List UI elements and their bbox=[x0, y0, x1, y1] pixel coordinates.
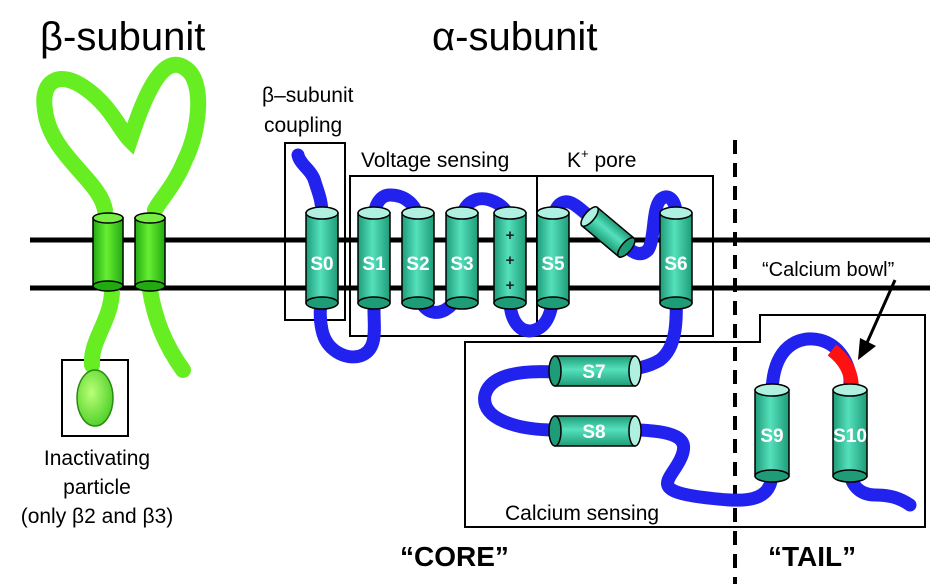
inactivating-label-line2: particle bbox=[63, 476, 131, 499]
charge-2: + bbox=[506, 252, 515, 269]
segment-s6-label: S6 bbox=[664, 254, 687, 275]
segment-s3-label: S3 bbox=[450, 254, 473, 275]
segment-s5: S5 bbox=[536, 206, 570, 310]
inactivating-particle bbox=[76, 369, 114, 427]
charge-3: + bbox=[506, 277, 515, 294]
segment-s3: S3 bbox=[445, 206, 479, 310]
calcium-bowl-arrow bbox=[858, 279, 897, 360]
charge-1: + bbox=[506, 227, 515, 244]
alpha-subunit-title: α-subunit bbox=[432, 15, 597, 59]
segment-s0: S0 bbox=[305, 206, 339, 310]
beta-tail-right bbox=[142, 282, 191, 378]
core-label: “CORE” bbox=[400, 541, 509, 572]
beta-tm-helix-2 bbox=[134, 212, 166, 292]
calcium-sensing-box bbox=[464, 314, 926, 528]
beta-subunit-title: β-subunit bbox=[40, 15, 205, 59]
alpha-chain-s7-s8 bbox=[478, 365, 562, 437]
segment-s8: S8 bbox=[548, 415, 642, 447]
segment-s9: S9 bbox=[754, 383, 790, 483]
segment-s7-label: S7 bbox=[582, 362, 605, 383]
beta-tm-helix-1 bbox=[92, 212, 124, 292]
tail-label: “TAIL” bbox=[768, 541, 856, 572]
beta-tail-left bbox=[83, 282, 120, 373]
segment-s1-label: S1 bbox=[362, 254, 386, 275]
beta-chain bbox=[36, 57, 207, 218]
segment-s2-label: S2 bbox=[406, 254, 429, 275]
inactivating-label-line3: (only β2 and β3) bbox=[21, 505, 174, 528]
alpha-chain-pore-loop bbox=[608, 190, 683, 379]
alpha-chain-tail bbox=[633, 332, 917, 512]
k-pore-label: K+ pore bbox=[567, 146, 636, 172]
segment-s0-label: S0 bbox=[310, 254, 333, 275]
segment-s7: S7 bbox=[548, 355, 642, 387]
beta-coupling-label-line2: coupling bbox=[264, 114, 342, 137]
segment-s4: + + + bbox=[493, 206, 527, 310]
beta-coupling-label-line1: β–subunit bbox=[262, 84, 354, 107]
segment-s1: S1 bbox=[357, 206, 391, 310]
inactivating-label-line1: Inactivating bbox=[44, 447, 150, 470]
segment-s10: S10 bbox=[832, 383, 868, 483]
alpha-subunit bbox=[291, 148, 917, 512]
segment-s6: S6 bbox=[659, 206, 693, 310]
voltage-sensing-label: Voltage sensing bbox=[361, 149, 509, 172]
calcium-sensing-label: Calcium sensing bbox=[505, 502, 659, 525]
segment-s2: S2 bbox=[401, 206, 435, 310]
segment-s5-label: S5 bbox=[541, 254, 565, 275]
segment-s8-label: S8 bbox=[582, 422, 605, 443]
segment-s10-label: S10 bbox=[833, 426, 867, 447]
beta-subunit bbox=[36, 57, 207, 427]
pore-helix bbox=[580, 206, 636, 258]
calcium-bowl-label: “Calcium bowl” bbox=[762, 259, 894, 281]
segment-s9-label: S9 bbox=[760, 426, 783, 447]
